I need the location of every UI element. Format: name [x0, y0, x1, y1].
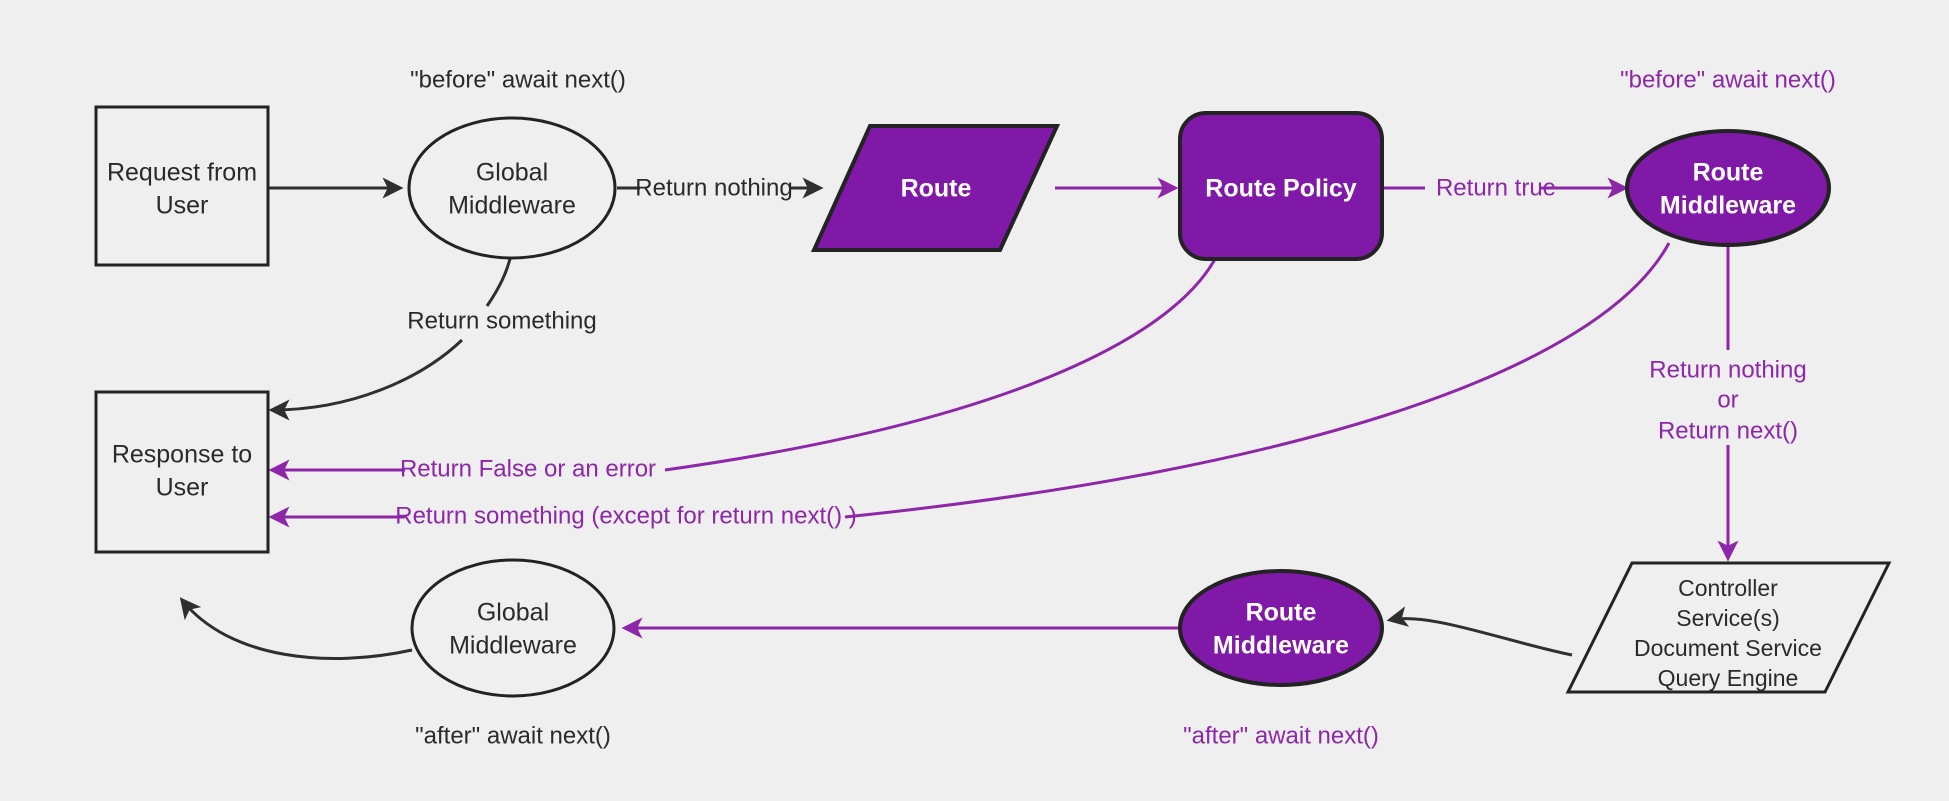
annotation-after-await-next-left: "after" await next() [415, 722, 611, 749]
global-middleware-bottom-label-line1: Global [477, 599, 549, 627]
edge-label-return-something-except: Return something (except for return next… [395, 502, 857, 529]
global-middleware-top-shape [407, 116, 617, 260]
node-route-middleware-bottom[interactable]: Route Middleware [1178, 569, 1384, 687]
route-middleware-bottom-label-line1: Route [1246, 599, 1317, 627]
route-middleware-bottom-shape [1178, 569, 1384, 687]
route-middleware-top-label-line2: Middleware [1660, 192, 1796, 220]
route-middleware-bottom-label-line2: Middleware [1213, 632, 1349, 660]
global-middleware-bottom-label-line2: Middleware [449, 632, 577, 660]
edge-label-return-nothing-or-next-line2: or [1717, 386, 1738, 413]
edge-route-policy-return-false-curve [664, 243, 1224, 472]
node-route[interactable]: Route [810, 124, 1061, 252]
request-from-user-shape [94, 105, 270, 267]
controller-stack-shape [1565, 561, 1892, 694]
route-middleware-top-label-line1: Route [1693, 159, 1764, 187]
edge-controller-to-route-middleware-bottom [1386, 606, 1573, 657]
node-request-from-user[interactable]: Request from User [94, 105, 270, 267]
response-to-user-label-line1: Response to [112, 441, 252, 469]
edge-label-return-nothing: Return nothing [635, 174, 792, 201]
controller-stack-label-line1: Controller [1678, 575, 1778, 601]
global-middleware-top-label-line1: Global [476, 159, 548, 187]
annotation-after-await-next-right: "after" await next() [1183, 722, 1379, 749]
controller-stack-label-line2: Service(s) [1676, 605, 1780, 631]
route-shape [810, 124, 1061, 252]
annotation-before-await-next-right: "before" await next() [1620, 66, 1836, 93]
route-middleware-top-shape [1625, 129, 1831, 247]
response-to-user-label-line2: User [156, 474, 209, 502]
node-route-policy[interactable]: Route Policy [1178, 111, 1384, 261]
global-middleware-bottom-shape [410, 558, 616, 698]
node-controller-stack[interactable]: Controller Service(s) Document Service Q… [1565, 561, 1892, 694]
edge-label-return-nothing-or-next-line3: Return next() [1658, 417, 1798, 444]
request-from-user-label-line1: Request from [107, 159, 257, 187]
node-global-middleware-top[interactable]: Global Middleware [407, 116, 617, 260]
annotation-before-await-next-left: "before" await next() [410, 66, 626, 93]
node-response-to-user[interactable]: Response to User [94, 390, 270, 554]
node-route-middleware-top[interactable]: Route Middleware [1625, 129, 1831, 247]
request-from-user-label-line2: User [156, 192, 209, 220]
global-middleware-top-label-line2: Middleware [448, 192, 576, 220]
route-policy-label: Route Policy [1205, 175, 1357, 203]
edge-route-middleware-return-something-curve [844, 242, 1671, 519]
edge-return-something-to-response [268, 338, 464, 421]
edge-label-return-something: Return something [407, 307, 596, 334]
node-global-middleware-bottom[interactable]: Global Middleware [410, 558, 616, 698]
edge-label-return-nothing-or-next-line1: Return nothing [1649, 356, 1806, 383]
controller-stack-label-line3: Document Service [1634, 635, 1822, 661]
response-to-user-shape [94, 390, 270, 554]
edge-label-return-true: Return true [1436, 174, 1556, 201]
edge-global-middleware-bottom-to-response [179, 597, 413, 660]
route-label: Route [901, 175, 972, 203]
edge-label-return-false-or-error: Return False or an error [400, 455, 656, 482]
route-policy-shape [1178, 111, 1384, 261]
controller-stack-label-line4: Query Engine [1658, 665, 1799, 691]
